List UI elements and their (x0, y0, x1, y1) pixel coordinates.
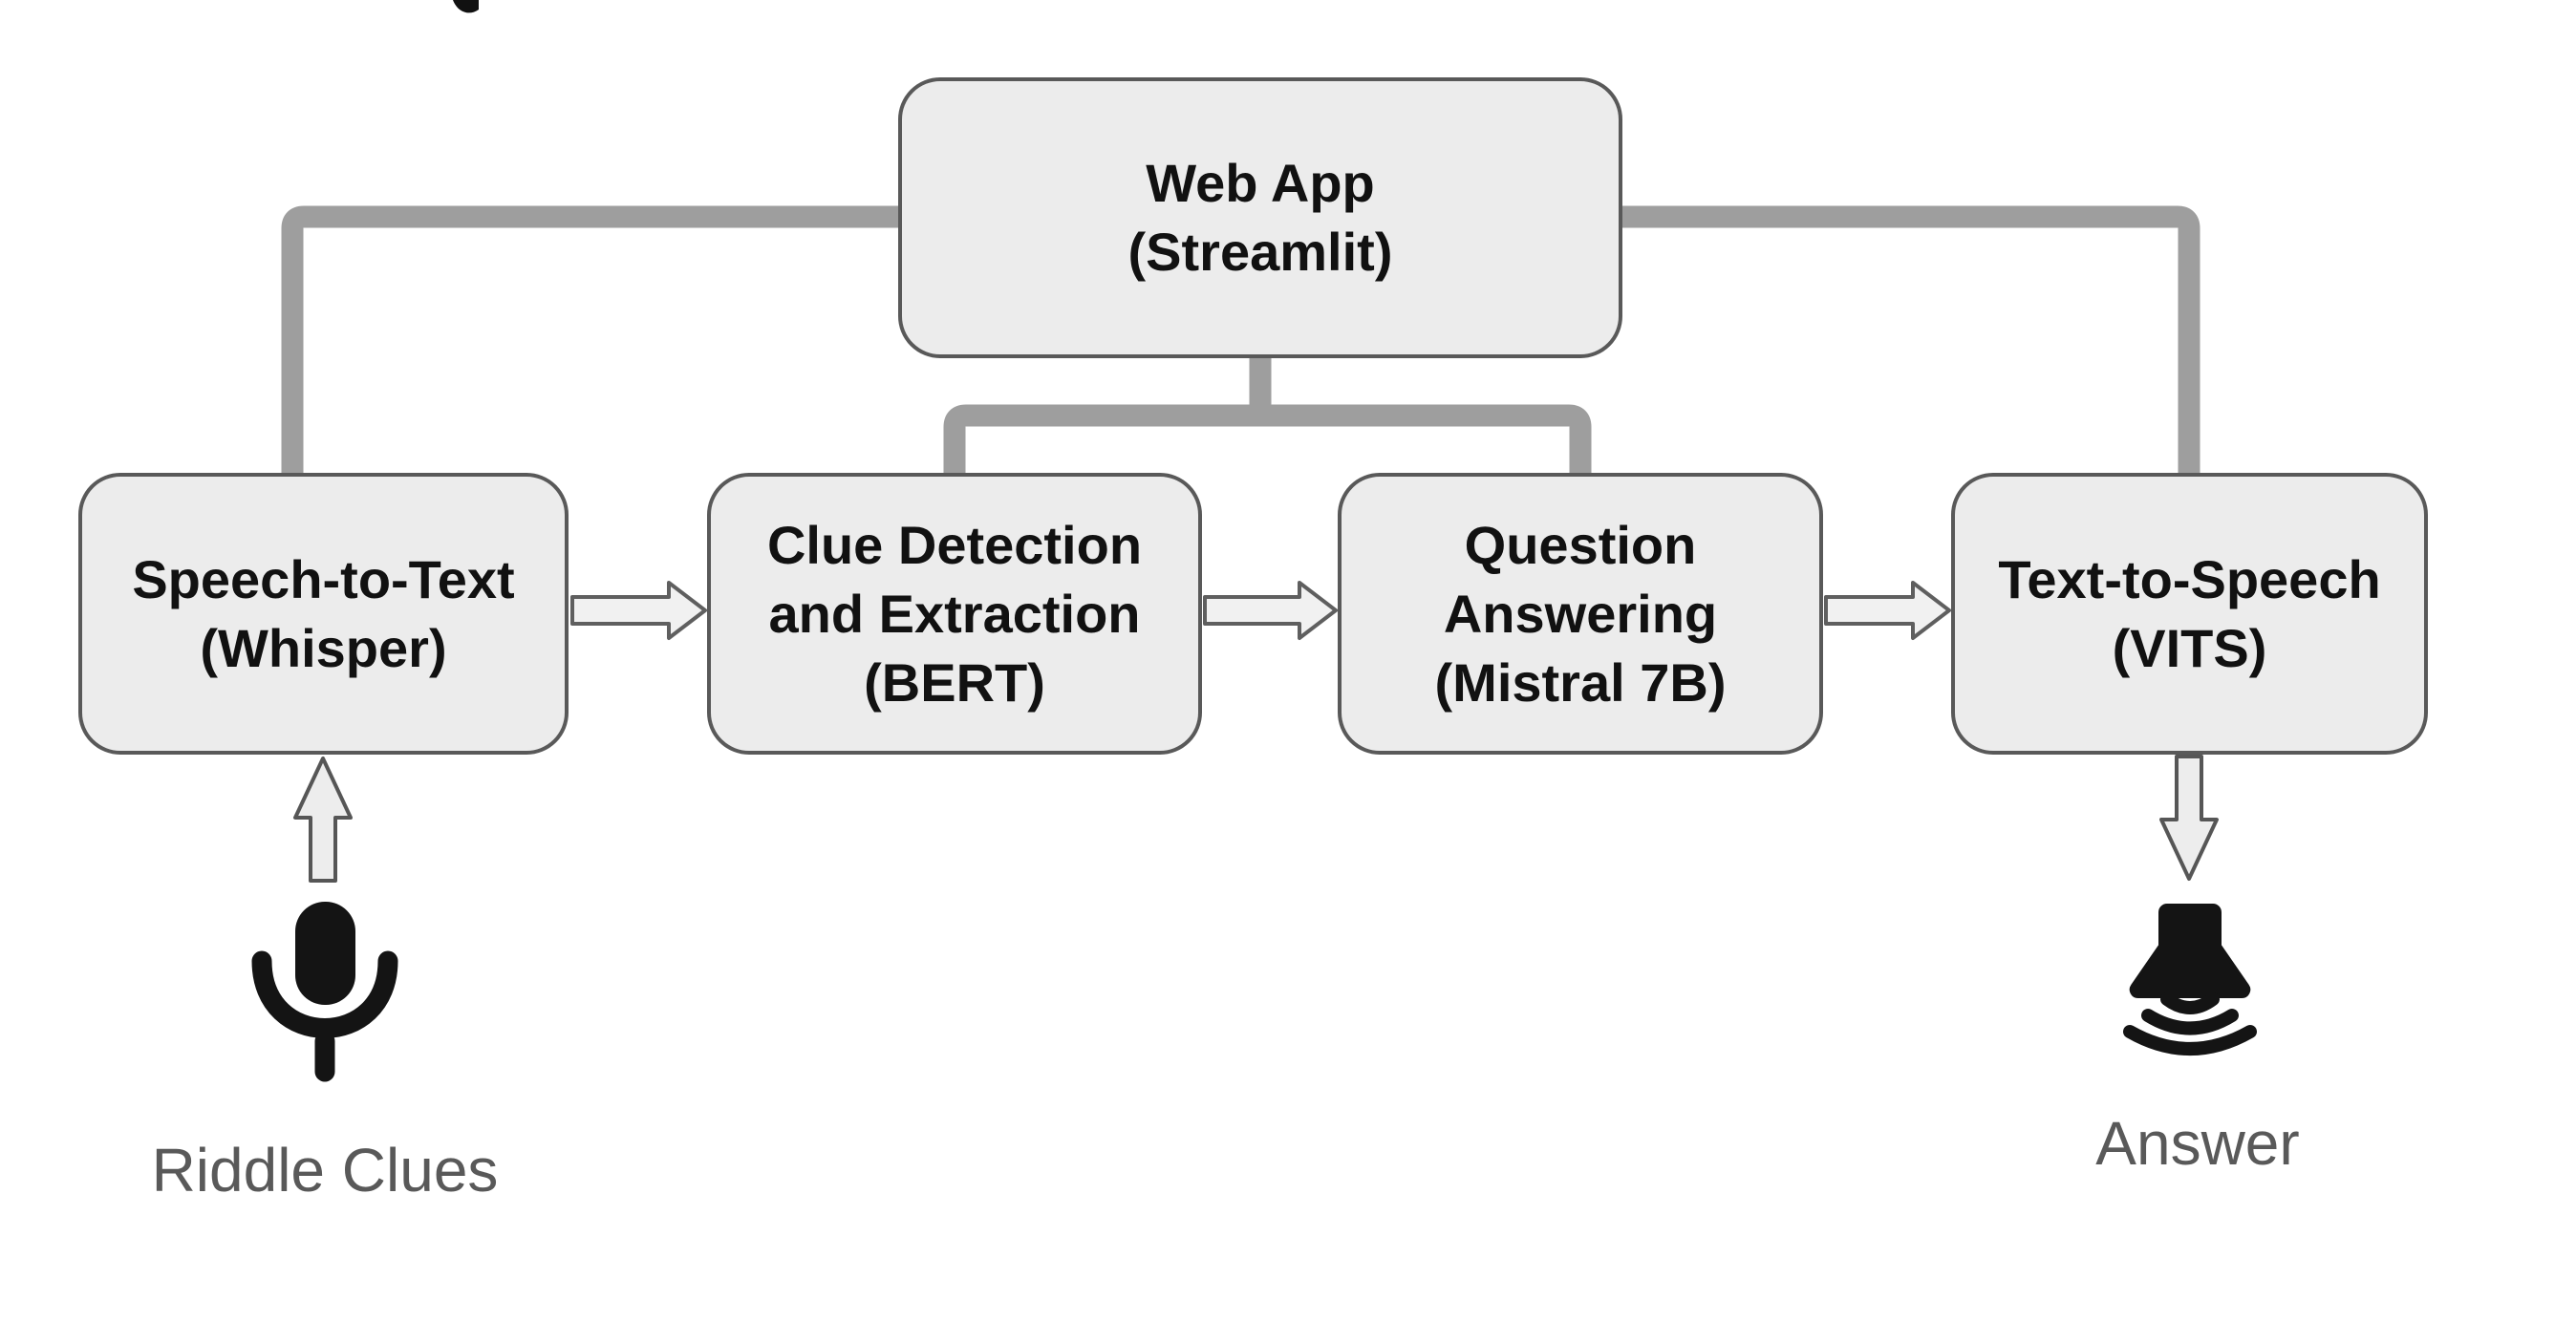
node-label-line: (Whisper) (200, 617, 447, 678)
input-caption: Riddle Clues (151, 1136, 499, 1205)
arrow-stt-to-clue (570, 581, 707, 640)
arrow-mic-to-stt (293, 757, 353, 883)
node-label-line: Speech-to-Text (132, 548, 515, 609)
flow-node-speech-to-text: Speech-to-Text (Whisper) (78, 473, 569, 755)
node-label-line: and Extraction (768, 583, 1141, 644)
connector-webapp-split-bar (943, 404, 1592, 475)
flow-node-web-app: Web App (Streamlit) (898, 77, 1622, 358)
arrow-tts-to-speaker (2159, 755, 2219, 881)
node-label-line: Text-to-Speech (1998, 548, 2381, 609)
node-label-line: (Mistral 7B) (1434, 651, 1727, 713)
pipeline-arrows (570, 581, 1951, 640)
node-label-line: Question (1464, 514, 1697, 575)
connector-webapp-to-stt (281, 205, 898, 475)
io-arrows (293, 755, 2219, 883)
microphone-icon (251, 902, 398, 1082)
flow-node-clue-detection: Clue Detection and Extraction (BERT) (707, 473, 1202, 755)
arrow-qa-to-tts (1824, 581, 1951, 640)
cropped-text-fragment (453, 0, 479, 13)
node-label-line: Web App (1146, 153, 1375, 213)
connector-webapp-to-tts (1622, 205, 2200, 475)
flow-node-question-answering: Question Answering (Mistral 7B) (1338, 473, 1823, 755)
node-label-line: (VITS) (2112, 617, 2267, 678)
flow-node-text-to-speech: Text-to-Speech (VITS) (1951, 473, 2428, 755)
node-label-line: Clue Detection (766, 514, 1143, 575)
arrow-clue-to-qa (1203, 581, 1338, 640)
node-label-line: Answering (1443, 583, 1718, 644)
webapp-connectors (281, 205, 2200, 475)
node-label-line: (BERT) (864, 651, 1045, 713)
node-label-line: (Streamlit) (1127, 222, 1393, 282)
speaker-icon (2123, 904, 2257, 1055)
output-caption: Answer (2095, 1109, 2300, 1178)
